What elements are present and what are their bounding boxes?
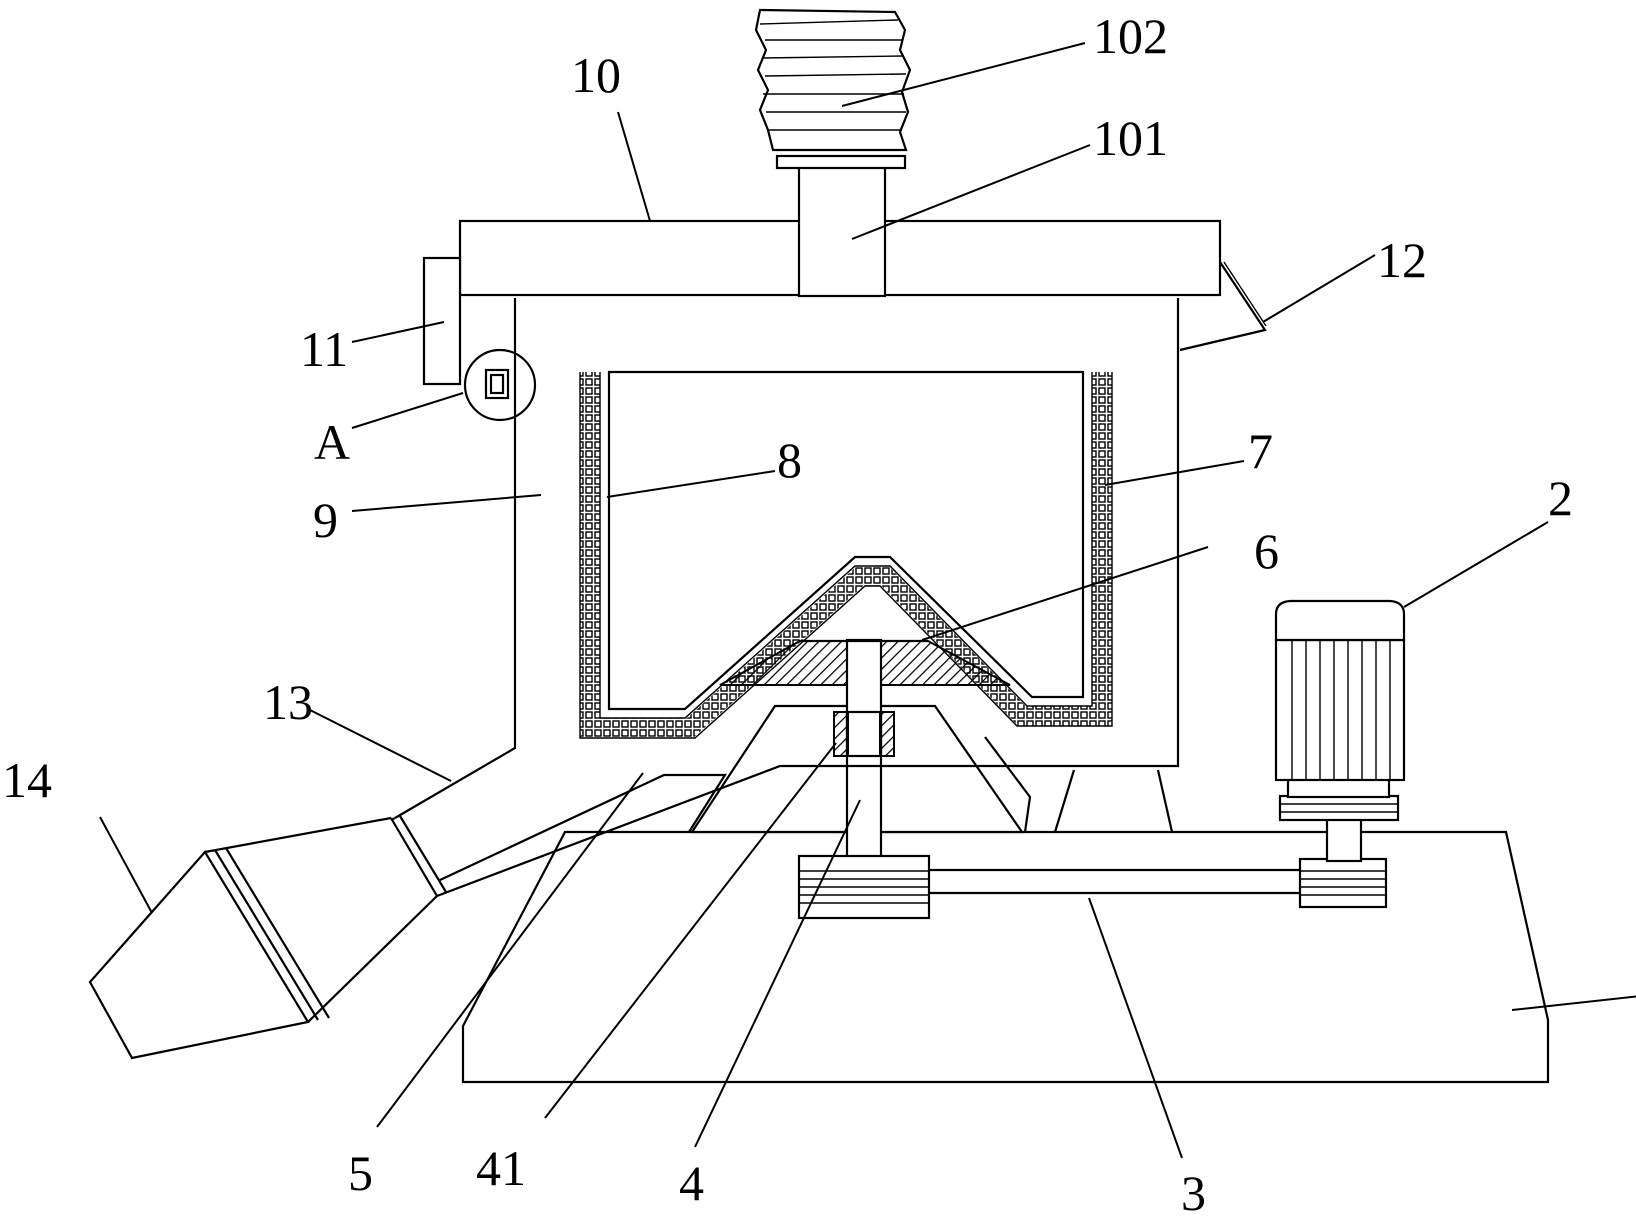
discharge-pipe (204, 815, 447, 1023)
screen-liner (607, 370, 1085, 711)
callout-9: 9 (313, 492, 338, 548)
callout-8: 8 (777, 432, 802, 488)
outlet-nozzle (88, 847, 330, 1060)
callout-101: 101 (1093, 110, 1168, 166)
screen-basket (579, 372, 1113, 739)
callout-7: 7 (1248, 423, 1273, 479)
feed-pipe (775, 154, 907, 298)
frame-legs (439, 736, 1174, 881)
base (461, 830, 1550, 1084)
callout-11: 11 (300, 321, 348, 377)
callouts: 1 2 3 4 41 5 6 7 8 9 10 101 102 11 12 13… (2, 8, 1573, 1221)
callout-14: 14 (2, 752, 52, 808)
hinge (1179, 261, 1267, 352)
small-pulley (1298, 857, 1388, 909)
large-pulley (797, 854, 931, 920)
callout-A: A (314, 414, 350, 470)
housing (394, 298, 1180, 898)
callout-4: 4 (679, 1155, 704, 1211)
callout-41: 41 (476, 1140, 526, 1196)
cone-hub (719, 639, 1011, 686)
latch (422, 256, 510, 400)
belt (929, 868, 1300, 895)
callout-13: 13 (263, 674, 313, 730)
callout-12: 12 (1377, 232, 1427, 288)
bellows (754, 8, 912, 152)
callout-10: 10 (571, 47, 621, 103)
leader-lines (99, 42, 1636, 1159)
motor (1274, 599, 1406, 863)
detail-circle-A (463, 348, 537, 422)
callout-6: 6 (1254, 523, 1279, 579)
callout-2: 2 (1548, 470, 1573, 526)
callout-102: 102 (1093, 8, 1168, 64)
callout-5: 5 (348, 1145, 373, 1201)
drive-shaft (845, 638, 883, 860)
callout-3: 3 (1181, 1165, 1206, 1221)
bearing (833, 710, 895, 758)
